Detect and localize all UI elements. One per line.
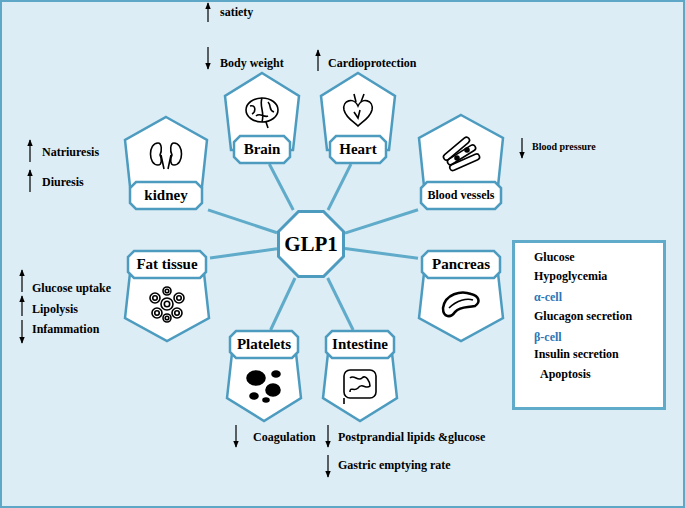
organ-node: kidney [124,116,208,210]
effect-label: Postprandial lipids &glucose [338,430,485,444]
effect-label: Body weight [220,56,284,70]
organ-label-box [422,251,500,278]
hub-connector [271,278,295,330]
node-title: Intestine [326,331,394,358]
effect-text: Apoptosis [540,367,591,381]
platelets-icon [247,371,280,402]
effect-text: Glucose [534,250,575,264]
organ-node: Pancreas [418,250,504,342]
kidney-icon [151,143,182,169]
node-title: Pancreas [422,251,500,278]
organ-node: Fat tissue [124,250,210,342]
up-arrow [21,270,22,292]
effect-label: Glucose uptake [32,281,111,295]
down-arrow [521,138,522,158]
organ-node: Heart [320,72,396,164]
up-arrow [29,170,30,192]
effect-text: α-cell [534,290,562,304]
node-title: Heart [330,136,386,163]
down-arrow [21,320,22,343]
effect-arrows [22,3,532,477]
node-title: kidney [130,182,202,209]
effect-label: Blood pressure [532,140,596,154]
hub-connector [328,164,351,210]
hub-connector [210,249,277,258]
organ-node: Blood vessels [418,114,504,210]
organ-label-box [128,251,206,278]
effect-label: Gastric emptying rate [338,458,451,472]
effect-label: Diuresis [42,175,84,189]
effect-label: Cardioprotection [328,56,416,70]
brain-icon [246,98,278,128]
down-arrow [235,425,236,447]
fat-icon [150,287,184,322]
effect-text: Glucagon secretion [534,309,632,323]
organ-label-box [326,331,394,358]
effect-label: satiety [220,5,253,19]
organ-node: Brain [224,72,300,164]
node-title: Platelets [230,331,298,358]
hub-connector [345,249,418,259]
down-arrow [327,425,328,447]
organ-label-box [330,136,386,163]
effect-label: Lipolysis [32,302,78,316]
organ-label-box [234,136,290,163]
effects-box [514,242,665,409]
heart-icon [344,94,372,126]
effect-text: β-cell [534,330,562,344]
node-title: GLP1 [277,210,345,278]
hub-connector [328,278,353,330]
effect-label: Coagulation [253,430,316,444]
effect-label: Infammation [32,322,99,336]
pancreas-icon [443,293,478,317]
down-arrow [207,47,208,69]
organ-label-box [230,331,298,358]
organ-node: Platelets [226,330,302,422]
hub-connector [208,210,277,233]
hub-connector [345,210,418,233]
hub-node: GLP1 [277,210,345,278]
up-arrow [207,3,208,22]
up-arrow [29,140,30,162]
organ-node: Intestine [322,330,398,422]
effects-node: GlucoseHypoglycemia α-cellGlucagon secret… [512,240,666,410]
node-outline [512,240,666,410]
hub-connector [269,164,293,210]
effect-text: Insulin secretion [534,347,619,361]
up-arrow [317,50,318,71]
effect-text: Hypoglycemia [534,269,607,283]
effect-label: Natriuresis [42,145,99,159]
up-arrow [21,296,22,316]
node-title: Blood vessels [421,182,501,209]
down-arrow [327,455,328,477]
vessels-icon [442,136,480,171]
organ-label-box [130,182,202,209]
node-title: Brain [234,136,290,163]
node-title: Fat tissue [128,251,206,278]
intestine-icon [344,370,376,404]
organ-label-box [421,182,501,209]
